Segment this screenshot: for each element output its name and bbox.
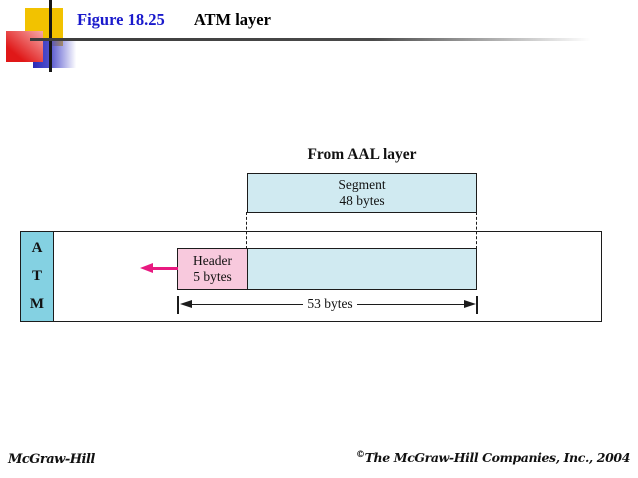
measure-tick-right bbox=[475, 296, 478, 314]
atm-label-strip: A T M bbox=[20, 231, 54, 322]
atm-letter-a: A bbox=[31, 239, 43, 256]
atm-letter-t: T bbox=[31, 267, 42, 284]
dashed-line-right bbox=[476, 212, 477, 249]
atm-letter-m: M bbox=[29, 296, 45, 313]
header-box: Header 5 bytes bbox=[177, 248, 248, 290]
segment-box: Segment 48 bytes bbox=[247, 173, 477, 213]
measure-tick-left bbox=[176, 296, 179, 314]
from-aal-layer-label: From AAL layer bbox=[307, 146, 417, 163]
cell-payload-box bbox=[246, 248, 477, 290]
title-underline-rule bbox=[30, 38, 602, 41]
left-arrowhead-icon bbox=[140, 262, 153, 273]
measure-line-right bbox=[357, 303, 467, 306]
figure-number-label: Figure 18.25 bbox=[77, 10, 165, 29]
figure-title-label: ATM layer bbox=[193, 10, 271, 29]
slide-title: Figure 18.25 ATM layer bbox=[77, 10, 271, 30]
measure-arrowhead-right-icon bbox=[464, 300, 476, 308]
dashed-line-left bbox=[246, 212, 247, 249]
segment-box-line2: 48 bytes bbox=[339, 193, 385, 208]
copyright-notice: ©The McGraw-Hill Companies, Inc., 2004 bbox=[356, 450, 630, 465]
header-box-line2: 5 bytes bbox=[193, 269, 232, 284]
measure-line-left bbox=[190, 303, 303, 306]
measure-arrowhead-left-icon bbox=[180, 300, 192, 308]
copyright-text: The McGraw-Hill Companies, Inc., 2004 bbox=[364, 450, 631, 466]
decoration-vertical-line bbox=[49, 0, 52, 72]
publisher-brand-label: McGraw-Hill bbox=[8, 452, 95, 467]
header-box-line1: Header bbox=[193, 253, 232, 268]
segment-box-line1: Segment bbox=[338, 177, 386, 192]
copyright-symbol: © bbox=[356, 450, 365, 460]
left-arrow-icon bbox=[152, 266, 178, 270]
decoration-red-square bbox=[6, 31, 43, 62]
measure-label: 53 bytes bbox=[307, 296, 353, 311]
